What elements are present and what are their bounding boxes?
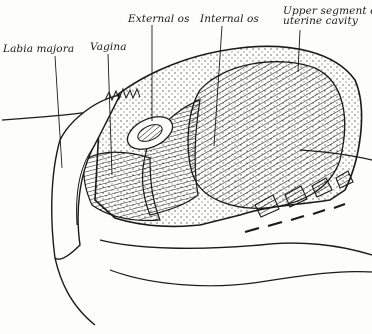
vaginal-canal bbox=[84, 152, 160, 220]
label-upper-segment-line2: uterine cavity bbox=[283, 16, 372, 26]
label-vagina: Vagina bbox=[90, 42, 127, 52]
body-lower-contour bbox=[55, 240, 372, 325]
label-external-os: External os bbox=[128, 14, 190, 24]
label-labia-majora: Labia majora bbox=[3, 44, 74, 54]
lower-fold bbox=[110, 270, 372, 286]
label-internal-os: Internal os bbox=[200, 14, 259, 24]
label-upper-segment: Upper segment of uterine cavity bbox=[283, 6, 372, 26]
